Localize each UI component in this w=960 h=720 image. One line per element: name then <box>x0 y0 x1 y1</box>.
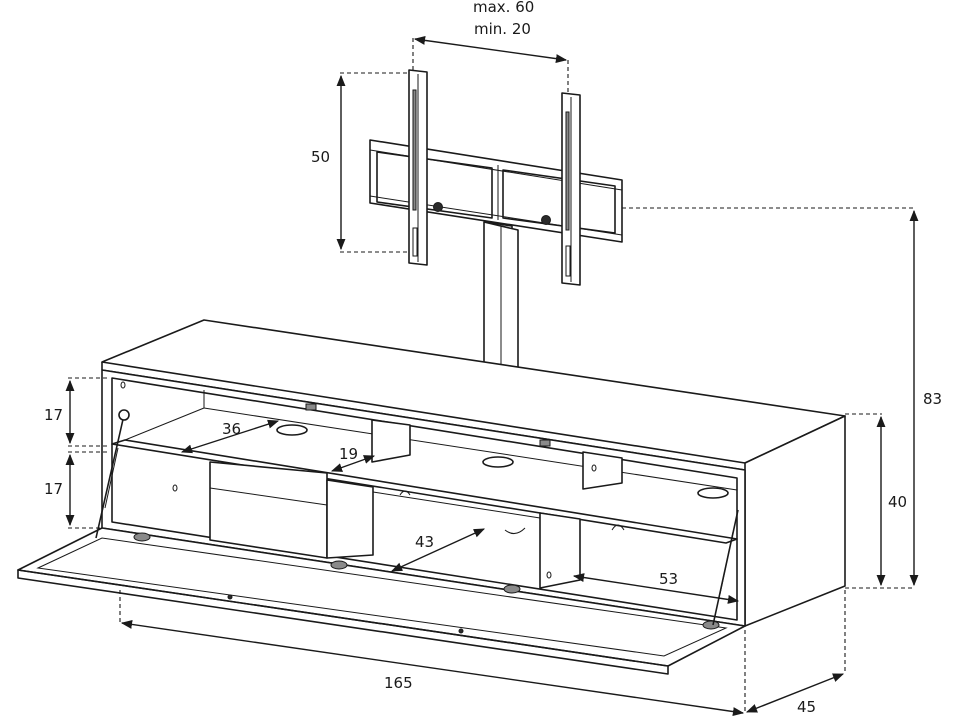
tv-mount <box>369 69 623 286</box>
left-vesa-bracket <box>408 69 428 266</box>
width-label: 165 <box>384 674 413 692</box>
pillar-gap-label: 19 <box>339 445 358 463</box>
right-vesa-bracket <box>561 92 581 286</box>
depth-label: 45 <box>797 698 816 716</box>
left-shelf-depth-label: 36 <box>222 420 241 438</box>
total-height-label: 83 <box>923 390 942 408</box>
center-shelf-depth-label: 43 <box>415 533 434 551</box>
right-shelf-depth-label: 53 <box>659 570 678 588</box>
upper-compartment-height-label: 17 <box>44 406 63 424</box>
bracket-spacing-min-label: min. 20 <box>474 20 531 38</box>
cabinet-height-label: 40 <box>888 493 907 511</box>
bracket-height-label: 50 <box>311 148 330 166</box>
support-column <box>483 221 519 383</box>
bracket-spacing-max-label: max. 60 <box>473 0 534 16</box>
dimension-lines <box>65 35 919 716</box>
lower-compartment-height-label: 17 <box>44 480 63 498</box>
